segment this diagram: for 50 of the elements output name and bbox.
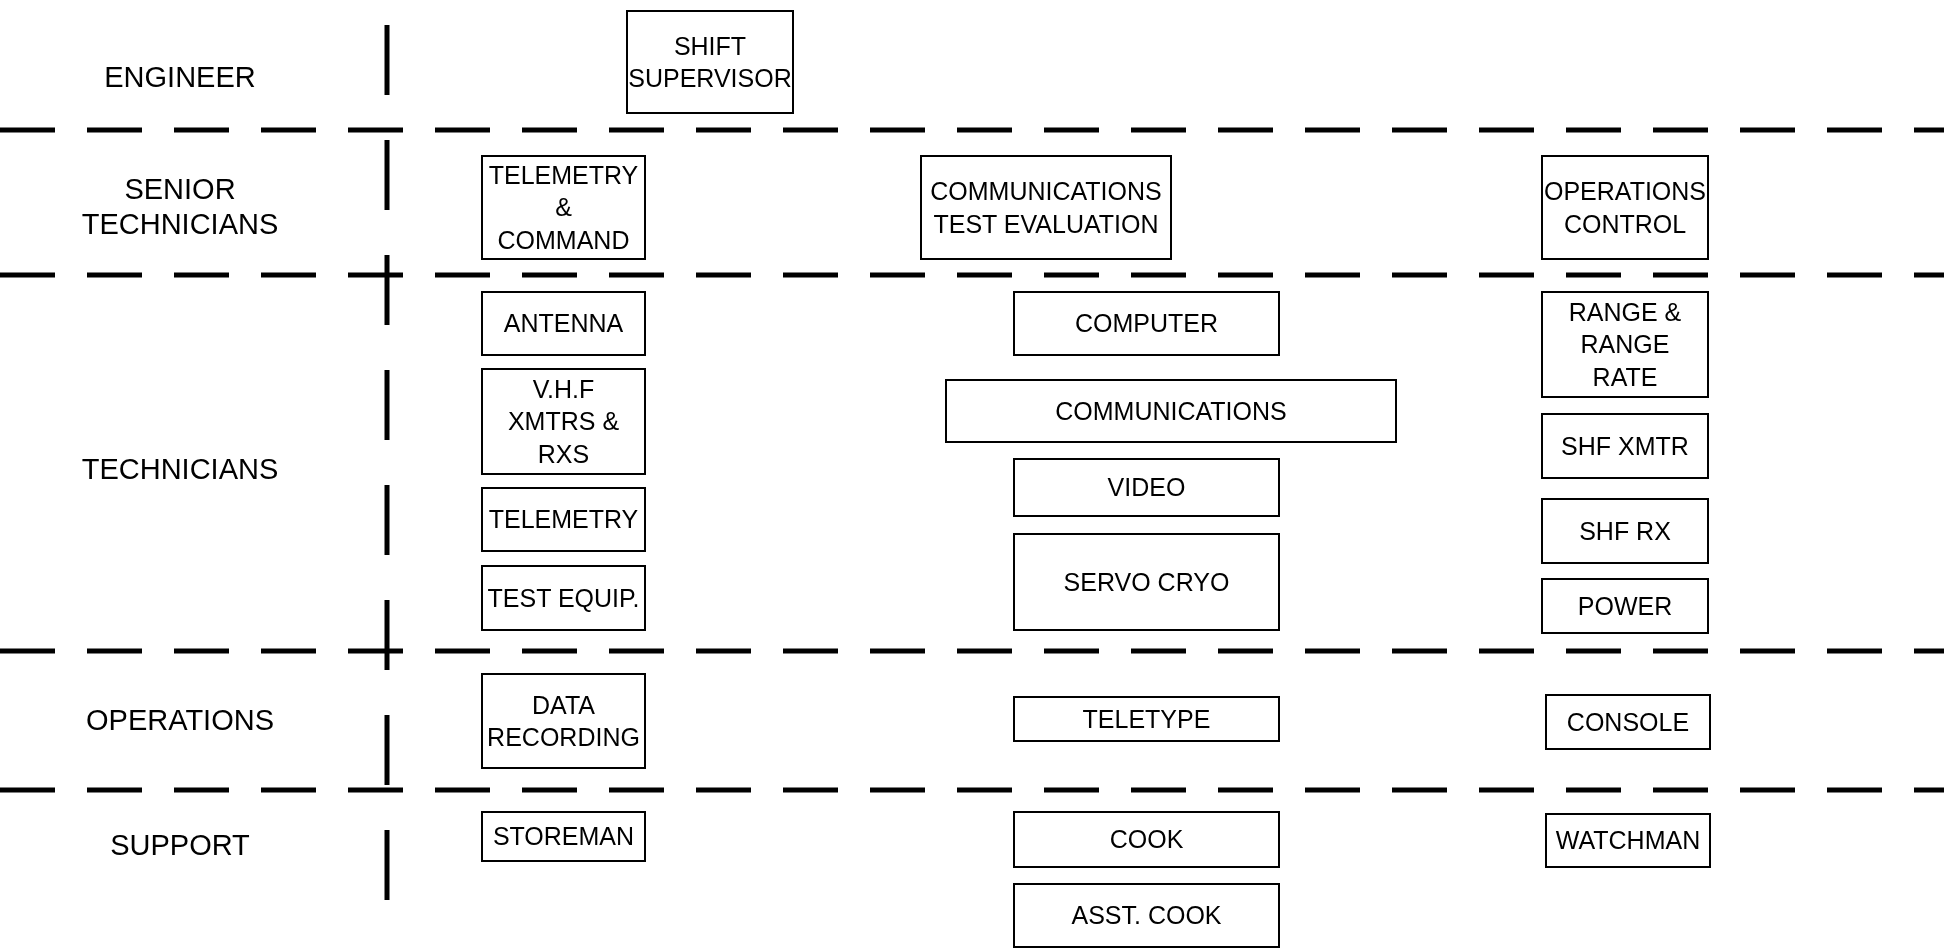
role-box bbox=[1541, 291, 1709, 398]
tier-label: SUPPORT bbox=[109, 827, 251, 863]
role-box bbox=[481, 565, 646, 631]
role-box bbox=[481, 368, 646, 475]
role-box bbox=[481, 811, 646, 862]
role-box bbox=[1013, 811, 1280, 868]
role-box bbox=[1013, 696, 1280, 742]
role-title: POWER bbox=[1576, 590, 1674, 622]
role-title: TELEMETRY & COMMAND bbox=[487, 159, 640, 256]
role-box bbox=[1545, 813, 1711, 868]
tier-label: ENGINEER bbox=[103, 59, 257, 95]
role-box bbox=[920, 155, 1172, 260]
role-title: ANTENNA bbox=[502, 308, 625, 340]
role-title: COMPUTER bbox=[1073, 308, 1220, 340]
role-title: COMMUNICATIONS TEST EVALUATION bbox=[929, 176, 1163, 240]
role-box bbox=[481, 673, 646, 769]
role-title: TELETYPE bbox=[1081, 703, 1212, 735]
role-title: VIDEO bbox=[1106, 472, 1187, 504]
role-title: TELEMETRY bbox=[487, 504, 640, 536]
role-box bbox=[1013, 883, 1280, 948]
role-title: V.H.F XMTRS & RXS bbox=[506, 373, 621, 470]
tier-label: TECHNICIANS bbox=[80, 451, 280, 487]
role-title: SERVO CRYO bbox=[1062, 566, 1231, 598]
role-box bbox=[1541, 498, 1709, 564]
role-box bbox=[626, 10, 794, 114]
role-box bbox=[481, 487, 646, 552]
role-title: COMMUNICATIONS bbox=[1054, 395, 1288, 427]
role-title: TEST EQUIP. bbox=[486, 582, 641, 614]
role-title: STOREMAN bbox=[491, 821, 636, 853]
role-box bbox=[945, 379, 1397, 443]
role-title: SHIFT SUPERVISOR bbox=[627, 30, 793, 94]
role-title: WATCHMAN bbox=[1554, 825, 1702, 857]
role-title: RANGE & RANGE RATE bbox=[1567, 296, 1683, 393]
tier-label: OPERATIONS bbox=[85, 702, 275, 738]
role-box bbox=[1545, 694, 1711, 750]
role-title: SHF XMTR bbox=[1560, 430, 1690, 462]
role-title: COOK bbox=[1108, 824, 1185, 856]
role-box bbox=[1541, 155, 1709, 260]
role-box bbox=[1541, 413, 1709, 479]
role-title: OPERATIONS CONTROL bbox=[1542, 176, 1708, 240]
role-title: CONSOLE bbox=[1565, 706, 1691, 738]
role-box bbox=[1013, 458, 1280, 517]
role-box bbox=[1013, 291, 1280, 356]
role-box bbox=[481, 291, 646, 356]
role-title: SHF RX bbox=[1578, 515, 1672, 547]
role-title: ASST. COOK bbox=[1070, 900, 1223, 932]
tier-label: SENIOR TECHNICIANS bbox=[80, 172, 280, 242]
role-title: DATA RECORDING bbox=[486, 689, 641, 753]
role-box bbox=[1541, 578, 1709, 634]
role-box bbox=[1013, 533, 1280, 631]
